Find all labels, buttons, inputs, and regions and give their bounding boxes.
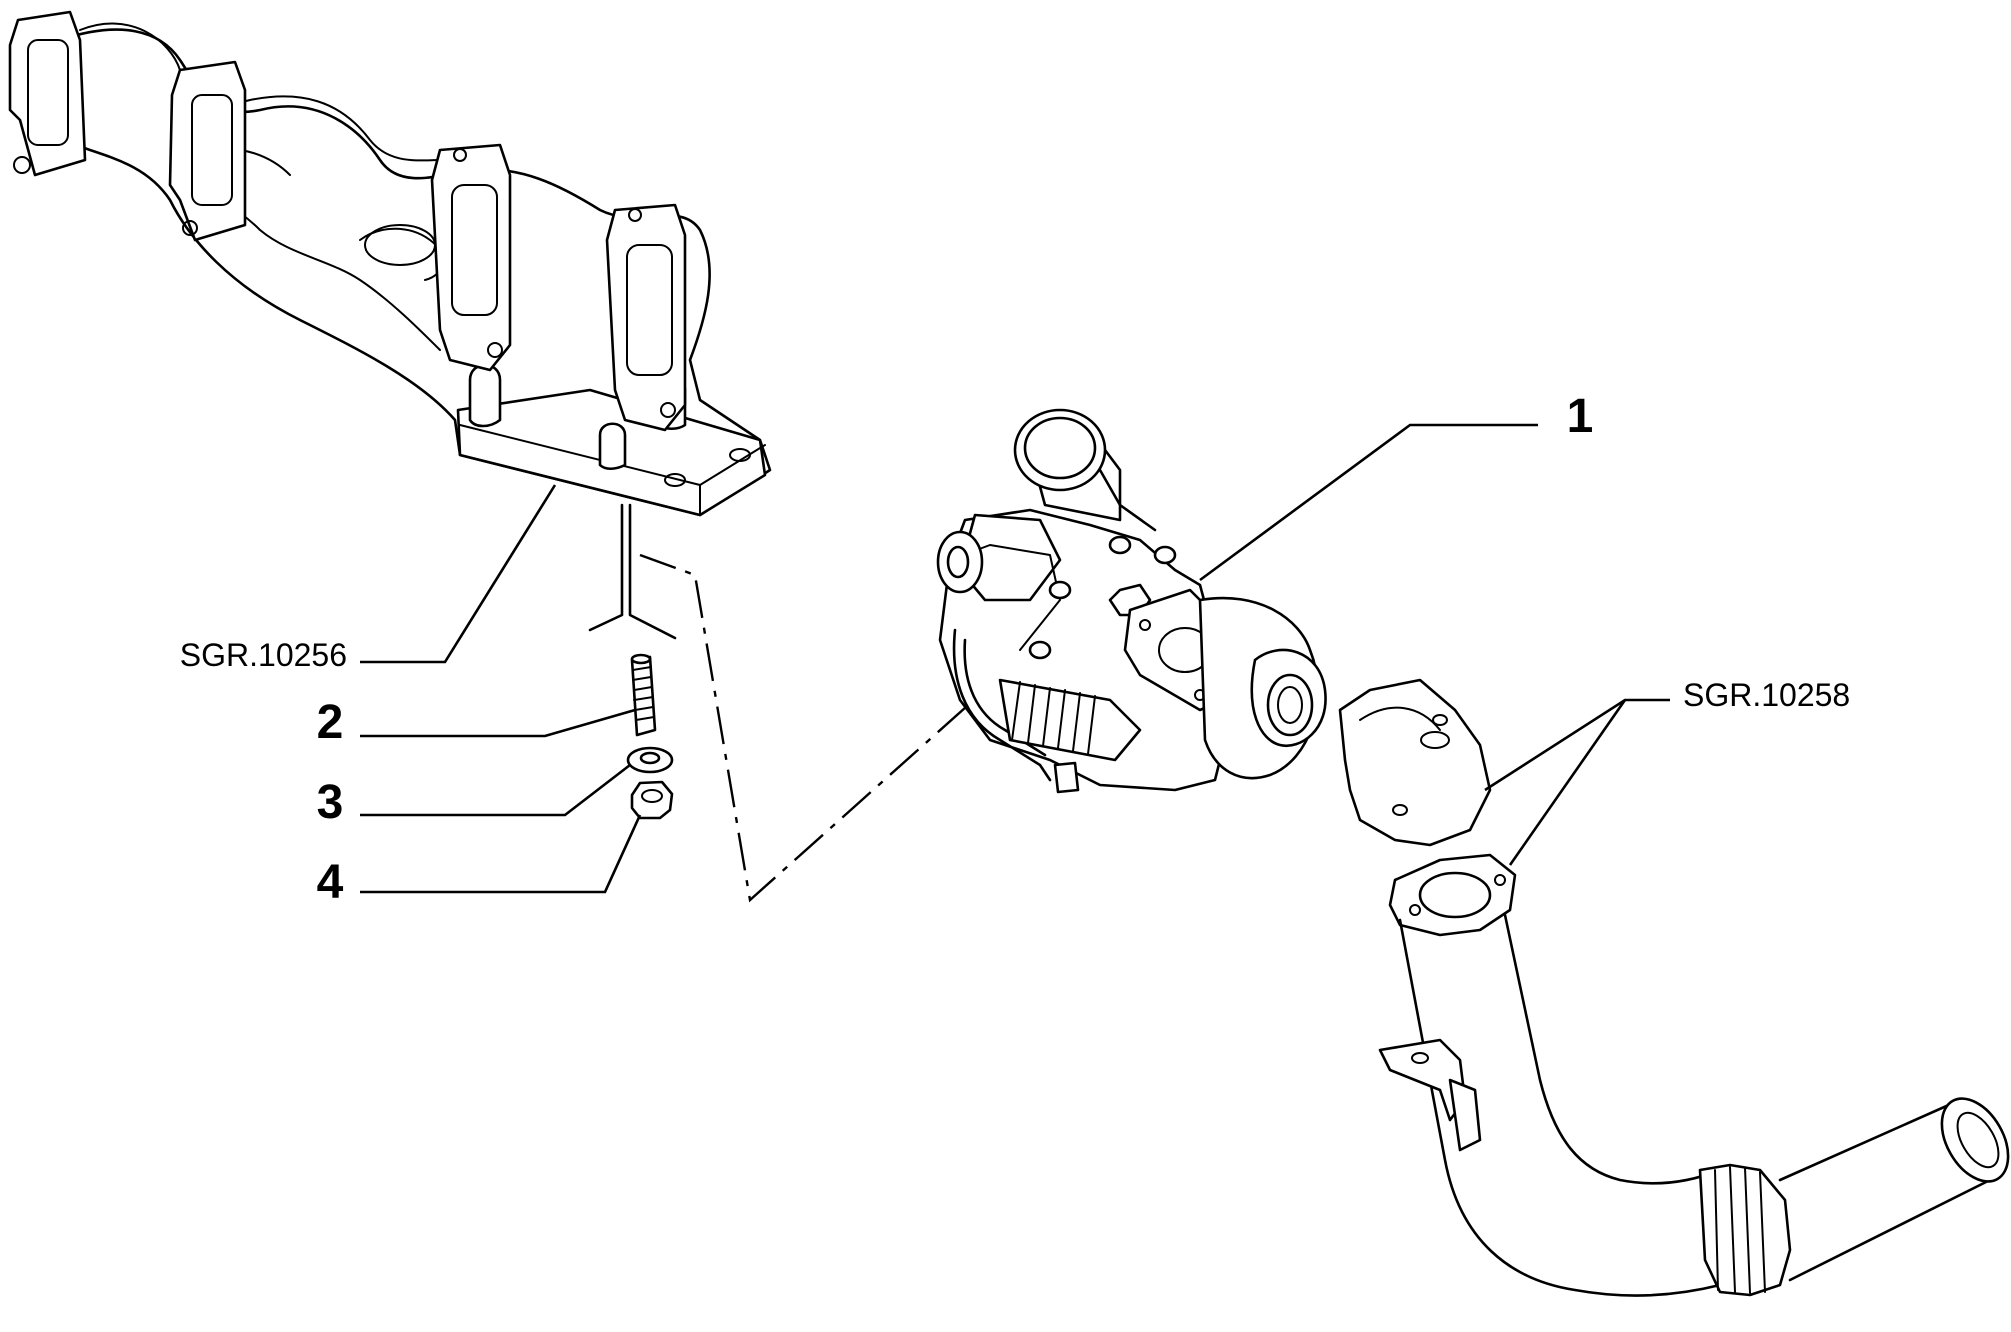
downpipe-gasket [1388,853,1517,937]
manifold-port-1 [8,10,87,177]
exhaust-downpipe [1378,913,2010,1297]
leader-sgr-10258-a [1484,698,1670,792]
callout-4: 4 [317,856,344,909]
callout-sgr-10258: SGR.10258 [1683,677,1850,713]
manifold-port-4 [605,203,687,432]
leader-1 [1199,423,1538,582]
callout-sgr-10256: SGR.10256 [180,637,347,673]
outlet-elbow [1338,678,1492,847]
exhaust-manifold [8,10,772,517]
stud [630,653,657,737]
callout-1: 1 [1567,390,1594,443]
nut [630,780,674,820]
leader-sgr-10256 [360,484,557,664]
leader-sgr-10258-b [1508,699,1627,866]
turbocharger [936,408,1327,794]
leader-4 [360,814,642,894]
leader-3 [360,763,631,817]
leader-2 [360,708,636,738]
callout-2: 2 [317,696,344,749]
manifold-port-2 [168,60,247,242]
callout-3: 3 [317,776,344,829]
manifold-port-3 [430,143,512,372]
washer [626,746,674,774]
